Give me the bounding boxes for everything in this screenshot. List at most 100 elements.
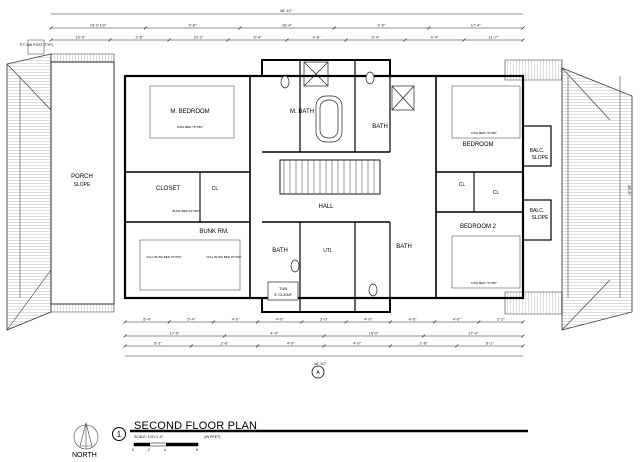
dim-overall-right: 28'-8" — [627, 185, 632, 196]
dimension-top: 17'-4" — [471, 23, 482, 28]
dimension-bottom-3: 5'-1" — [154, 341, 163, 346]
dimension-tick — [49, 26, 53, 30]
dimension-top-2: 11'-7" — [489, 35, 499, 40]
north-label: NORTH — [72, 452, 97, 459]
drawing-number: 1 — [112, 427, 126, 441]
dimension-tick — [521, 320, 525, 324]
dimension-tick — [403, 38, 407, 42]
scale-tick-labels: 0 2 4 8 — [132, 448, 202, 454]
tub-label: TUB — [279, 286, 287, 291]
dimension-top-2: 2'-6" — [136, 35, 145, 40]
dimension-tick — [322, 344, 326, 348]
dimension-bottom: 4'-0" — [453, 317, 462, 322]
scale-tick-label: 2 — [148, 448, 150, 452]
dimension-bottom: 4'-0" — [408, 317, 417, 322]
bed-label-1: KING BED 76"X80" — [177, 125, 203, 129]
dimension-tick — [477, 320, 481, 324]
dimension-tick — [426, 26, 431, 30]
dimension-tick — [388, 344, 393, 348]
dimension-tick — [123, 320, 127, 324]
dimension-tick — [123, 344, 127, 348]
dimension-bottom: 5'-4" — [143, 317, 152, 322]
scale-tick-label: 8 — [196, 448, 198, 452]
dimension-bottom-3: 2'-6" — [420, 341, 429, 346]
room-bath-2: BATH — [272, 248, 288, 254]
dimension-tick — [462, 38, 466, 42]
dimension-tick — [123, 334, 127, 338]
bunk-bed-label: BUNK BED 52"X80" — [173, 209, 200, 213]
dimension-tick — [143, 26, 148, 30]
room-balcony-2: BALC. — [530, 208, 544, 214]
dimension-top-2: 10'-0" — [75, 35, 86, 40]
scale-text: SCALE: 1/4"=1'-0" — [134, 435, 164, 439]
stair-treads — [283, 160, 375, 194]
dimension-top: 16'-0 1/2" — [90, 23, 107, 28]
dimension-bottom: 5'-4" — [187, 317, 196, 322]
dimension-tick — [521, 344, 525, 348]
dimension-tick — [167, 38, 171, 42]
balcony-2-slope: SLOPE — [532, 215, 549, 221]
dimension-top-2: 10'-2" — [193, 35, 204, 40]
dim-overall-bottom: 48'-10" — [314, 361, 327, 366]
dimension-tick — [167, 320, 171, 324]
dimension-bottom-2: 4'-0" — [270, 331, 279, 336]
balcony-1-slope: SLOPE — [532, 155, 549, 161]
dimension-bottom: 4'-0" — [276, 317, 285, 322]
dimension-tick — [255, 320, 260, 324]
dimension-tick — [344, 38, 348, 42]
room-master-bath: M. BATH — [290, 109, 314, 115]
drawing-scale: SCALE: 1/4"=1'-0" (IN FEET) — [134, 435, 220, 439]
dimension-tick — [521, 26, 525, 30]
bed-label-3: KING BED 76"X80" — [471, 281, 497, 285]
dimension-ticks — [49, 26, 525, 348]
dimension-tick — [285, 38, 289, 42]
dimension-tick — [332, 26, 336, 30]
room-bunk-room: BUNK RM. — [199, 229, 229, 235]
dimension-top-2: 5'-4" — [372, 35, 381, 40]
room-porch: PORCH — [71, 174, 93, 180]
dimension-top-2: 4'-8" — [313, 35, 322, 40]
post-note: P.T. 6x6 POST (TYP.) — [20, 43, 53, 47]
room-bath-3: BATH — [396, 244, 412, 250]
dimension-tick — [344, 320, 348, 324]
room-utility: UTL — [323, 248, 333, 254]
dimension-tick — [189, 344, 194, 348]
dimension-tick — [211, 320, 216, 324]
room-hall: HALL — [318, 204, 334, 210]
dimension-bottom-3: 2'-6" — [221, 341, 230, 346]
scale-unit: (IN FEET) — [204, 435, 221, 439]
room-cl-2: CL — [459, 182, 466, 188]
dimension-tick — [222, 334, 227, 338]
dimension-tick — [108, 38, 112, 42]
room-closet: CLOSET — [156, 186, 180, 192]
dimension-tick — [238, 26, 242, 30]
dimension-tick — [521, 334, 525, 338]
dimension-tick — [226, 38, 230, 42]
dimension-bottom-2: 17'-4" — [468, 331, 479, 336]
dimension-tick — [421, 334, 426, 338]
room-bedroom-1: BEDROOM — [462, 142, 493, 148]
drawing-title: SECOND FLOOR PLAN — [134, 420, 258, 432]
dimension-bottom-3: 5'-1" — [486, 341, 495, 346]
dimension-bottom: 3'-0" — [320, 317, 329, 322]
section-marker-label: A — [316, 370, 320, 376]
balconies — [522, 125, 552, 241]
dimension-tick — [432, 320, 437, 324]
room-balcony-1: BALC. — [530, 148, 544, 154]
scale-tick-label: 0 — [132, 448, 134, 452]
building-walls — [123, 59, 525, 313]
north-arrow — [73, 421, 99, 450]
dimension-top: 3'-5" — [377, 23, 386, 28]
section-marker — [311, 365, 325, 379]
scale-bar — [133, 442, 199, 447]
dimension-texts: 16'-0 1/2"5'-6"16'-4"3'-5"17'-4"10'-0"2'… — [75, 23, 505, 346]
dimension-bottom: 2'-2" — [497, 317, 506, 322]
room-cl-3: CL — [493, 190, 500, 196]
bed-label-2: KING BED 76"X80" — [471, 131, 497, 135]
dimension-top-2: 5'-4" — [254, 35, 263, 40]
scale-tick-label: 4 — [164, 448, 166, 452]
room-bath-1: BATH — [372, 124, 388, 130]
full-bunk-bed-1: FULL BUNK BED 75"X50" — [146, 255, 181, 259]
dimension-tick — [322, 334, 326, 338]
